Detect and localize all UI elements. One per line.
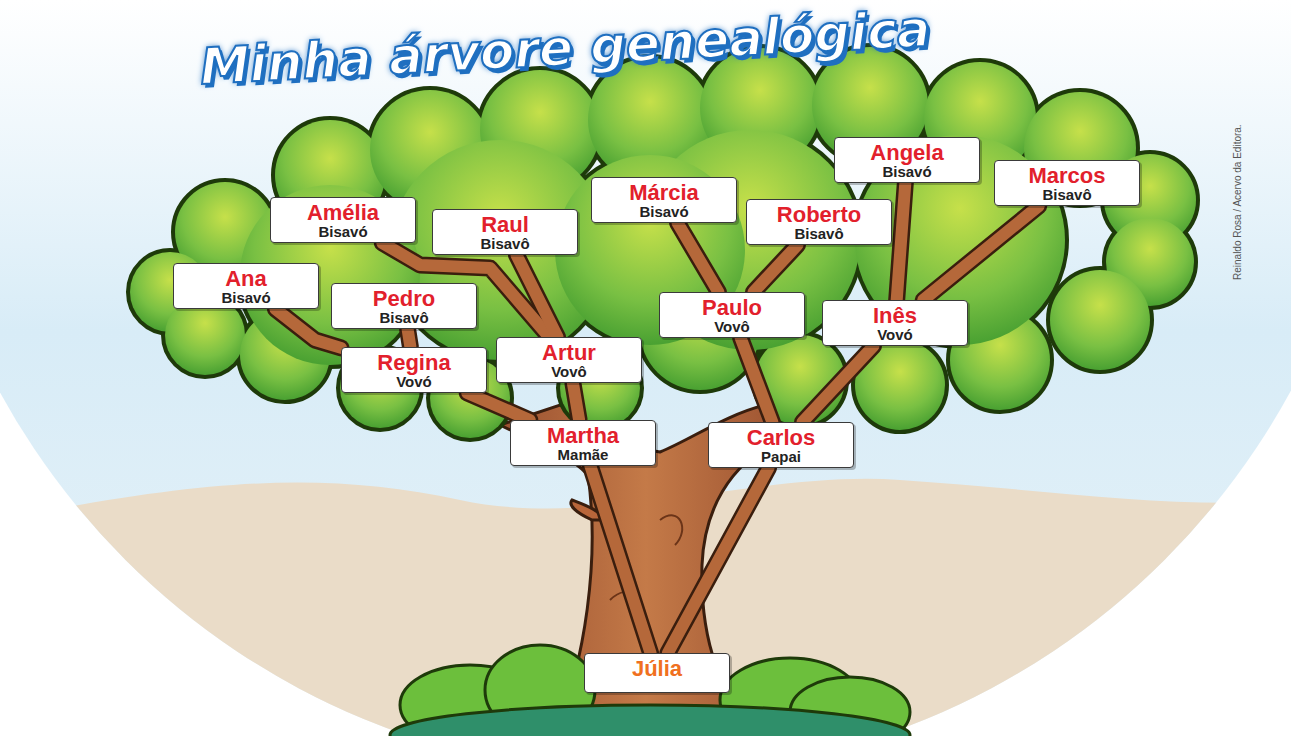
tree-branch (590, 466, 650, 653)
name-tag: RaulBisavô (432, 209, 578, 255)
relation-label: Bisavó (606, 204, 722, 220)
tree-branch (678, 223, 719, 292)
person-name: Regina (356, 351, 472, 374)
person-name: Ana (188, 267, 304, 290)
relation-label: Bisavô (761, 226, 877, 242)
person-name: Raul (447, 213, 563, 236)
person-name: Pedro (346, 287, 462, 310)
relation-label: Bisavô (346, 310, 462, 326)
relation-label: Vovó (356, 374, 472, 390)
name-tag: AméliaBisavó (270, 197, 416, 243)
image-credit: Reinaldo Rosa / Acervo da Editora. (1232, 124, 1243, 280)
person-name: Inês (837, 304, 953, 327)
name-tag: PedroBisavô (331, 283, 477, 329)
tree-branch (741, 338, 773, 422)
person-name: Márcia (606, 181, 722, 204)
person-name: Carlos (723, 426, 839, 449)
tree-branch (573, 383, 579, 420)
relation-label: Papai (723, 449, 839, 465)
relation-label: Vovô (674, 319, 790, 335)
person-name: Júlia (599, 657, 715, 680)
tree-branch (517, 255, 558, 337)
branch-outline (741, 338, 773, 422)
name-tag: MarcosBisavô (994, 160, 1140, 206)
relation-label: Mamãe (525, 447, 641, 463)
branch-outline (897, 183, 906, 300)
relation-label: Bisavó (285, 224, 401, 240)
tree-branch (897, 183, 906, 300)
person-name: Marcos (1009, 164, 1125, 187)
relation-label: Bisavô (1009, 187, 1125, 203)
tree-branch (668, 468, 769, 653)
name-tag: Júlia (584, 653, 730, 693)
relation-label: Bisavó (849, 164, 965, 180)
name-tag: PauloVovô (659, 292, 805, 338)
person-name: Angela (849, 141, 965, 164)
person-name: Amélia (285, 201, 401, 224)
tree-branch (802, 346, 873, 422)
name-tag: ArturVovô (496, 337, 642, 383)
name-tag: MárciaBisavó (591, 177, 737, 223)
branch-outline (678, 223, 719, 292)
name-tag: InêsVovó (822, 300, 968, 346)
tree-branch (754, 245, 798, 292)
name-tag: RobertoBisavô (746, 199, 892, 245)
branch-outline (573, 383, 579, 420)
relation-label: Vovó (837, 327, 953, 343)
tree-branch (467, 393, 530, 420)
person-name: Artur (511, 341, 627, 364)
branch-outline (408, 329, 411, 347)
name-tag: CarlosPapai (708, 422, 854, 468)
relation-label: Bisavó (188, 290, 304, 306)
relation-label: Vovô (511, 364, 627, 380)
name-tag: MarthaMamãe (510, 420, 656, 466)
tree-branch (923, 206, 1038, 300)
relation-label: Bisavô (447, 236, 563, 252)
name-tag: AngelaBisavó (834, 137, 980, 183)
branch-outline (467, 393, 530, 420)
branch-outline (754, 245, 798, 292)
name-tag: ReginaVovó (341, 347, 487, 393)
name-tag: AnaBisavó (173, 263, 319, 309)
tree-branch (408, 329, 411, 347)
person-name: Roberto (761, 203, 877, 226)
person-name: Paulo (674, 296, 790, 319)
branch-outline (668, 468, 769, 653)
branch-outline (802, 346, 873, 422)
branch-outline (590, 466, 650, 653)
person-name: Martha (525, 424, 641, 447)
branch-outline (923, 206, 1038, 300)
